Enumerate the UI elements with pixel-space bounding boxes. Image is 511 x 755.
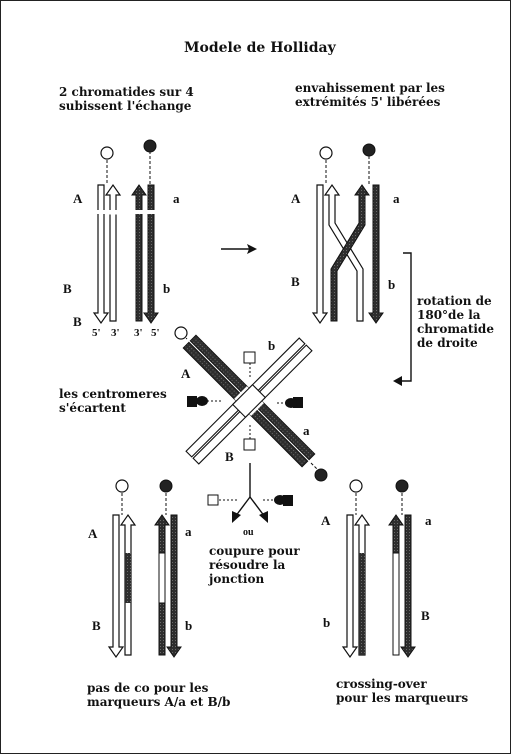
strand-dark-right [143, 184, 159, 324]
strand-dark-left [131, 184, 147, 322]
label-B-3: B [225, 449, 234, 464]
label-5prime-right: 5' [151, 327, 160, 339]
centromere-dark [143, 139, 157, 153]
panel-invasion [311, 143, 384, 325]
caption-step1: 2 chromatides sur 4 subissent l'échange [59, 85, 194, 113]
caption-or: ou [243, 527, 254, 538]
caption-crossover: crossing-over pour les marqueurs [336, 677, 469, 705]
label-A-3: A [181, 366, 191, 381]
arrow-right [221, 244, 257, 254]
markers-junction [187, 351, 303, 451]
label-b-5: b [323, 615, 331, 630]
label-A-5: A [321, 513, 331, 528]
label-A-4: A [88, 526, 98, 541]
junction-centromere-light [174, 326, 188, 340]
panel-initial [92, 139, 159, 325]
label-a-3: a [303, 423, 310, 438]
label-B-2: B [291, 274, 300, 289]
label-B: B [63, 281, 72, 296]
strand-light-right [104, 183, 122, 322]
caption-rotation: rotation de 180°de la chromatide de droi… [417, 294, 494, 350]
label-5prime-left: 5' [92, 327, 101, 339]
label-A: A [73, 191, 83, 206]
label-3prime-right: 3' [134, 327, 143, 339]
label-B-4: B [92, 618, 101, 633]
panel-crossover [341, 479, 416, 659]
label-3prime-left: 3' [111, 327, 120, 339]
caption-cut: coupure pour résoudre la jonction [209, 544, 300, 586]
label-b: b [163, 281, 171, 296]
junction-centromere-dark [314, 468, 328, 482]
caption-step2: envahissement par les extrémités 5' libé… [295, 81, 445, 109]
split-arrows [207, 463, 293, 523]
label-a-2: a [393, 191, 400, 206]
label-a-4: a [185, 524, 192, 539]
caption-centromeres: les centromeres s'écartent [59, 387, 167, 415]
label-B-end: B [73, 314, 82, 329]
panel-no-crossover [107, 479, 182, 659]
label-b-3: b [268, 338, 276, 353]
rotation-arrow [393, 252, 412, 386]
centromere-light [100, 146, 114, 160]
caption-no-crossover: pas de co pour les marqueurs A/a et B/b [87, 681, 231, 709]
label-A-2: A [291, 191, 301, 206]
strand-light-left [92, 184, 110, 325]
label-b-2: b [388, 277, 396, 292]
diagram-title: Modele de Holliday [184, 40, 336, 56]
label-b-4: b [185, 618, 193, 633]
label-a-5: a [425, 513, 432, 528]
panel-junction [178, 330, 322, 474]
label-B-5: B [421, 608, 430, 623]
label-a: a [173, 191, 180, 206]
